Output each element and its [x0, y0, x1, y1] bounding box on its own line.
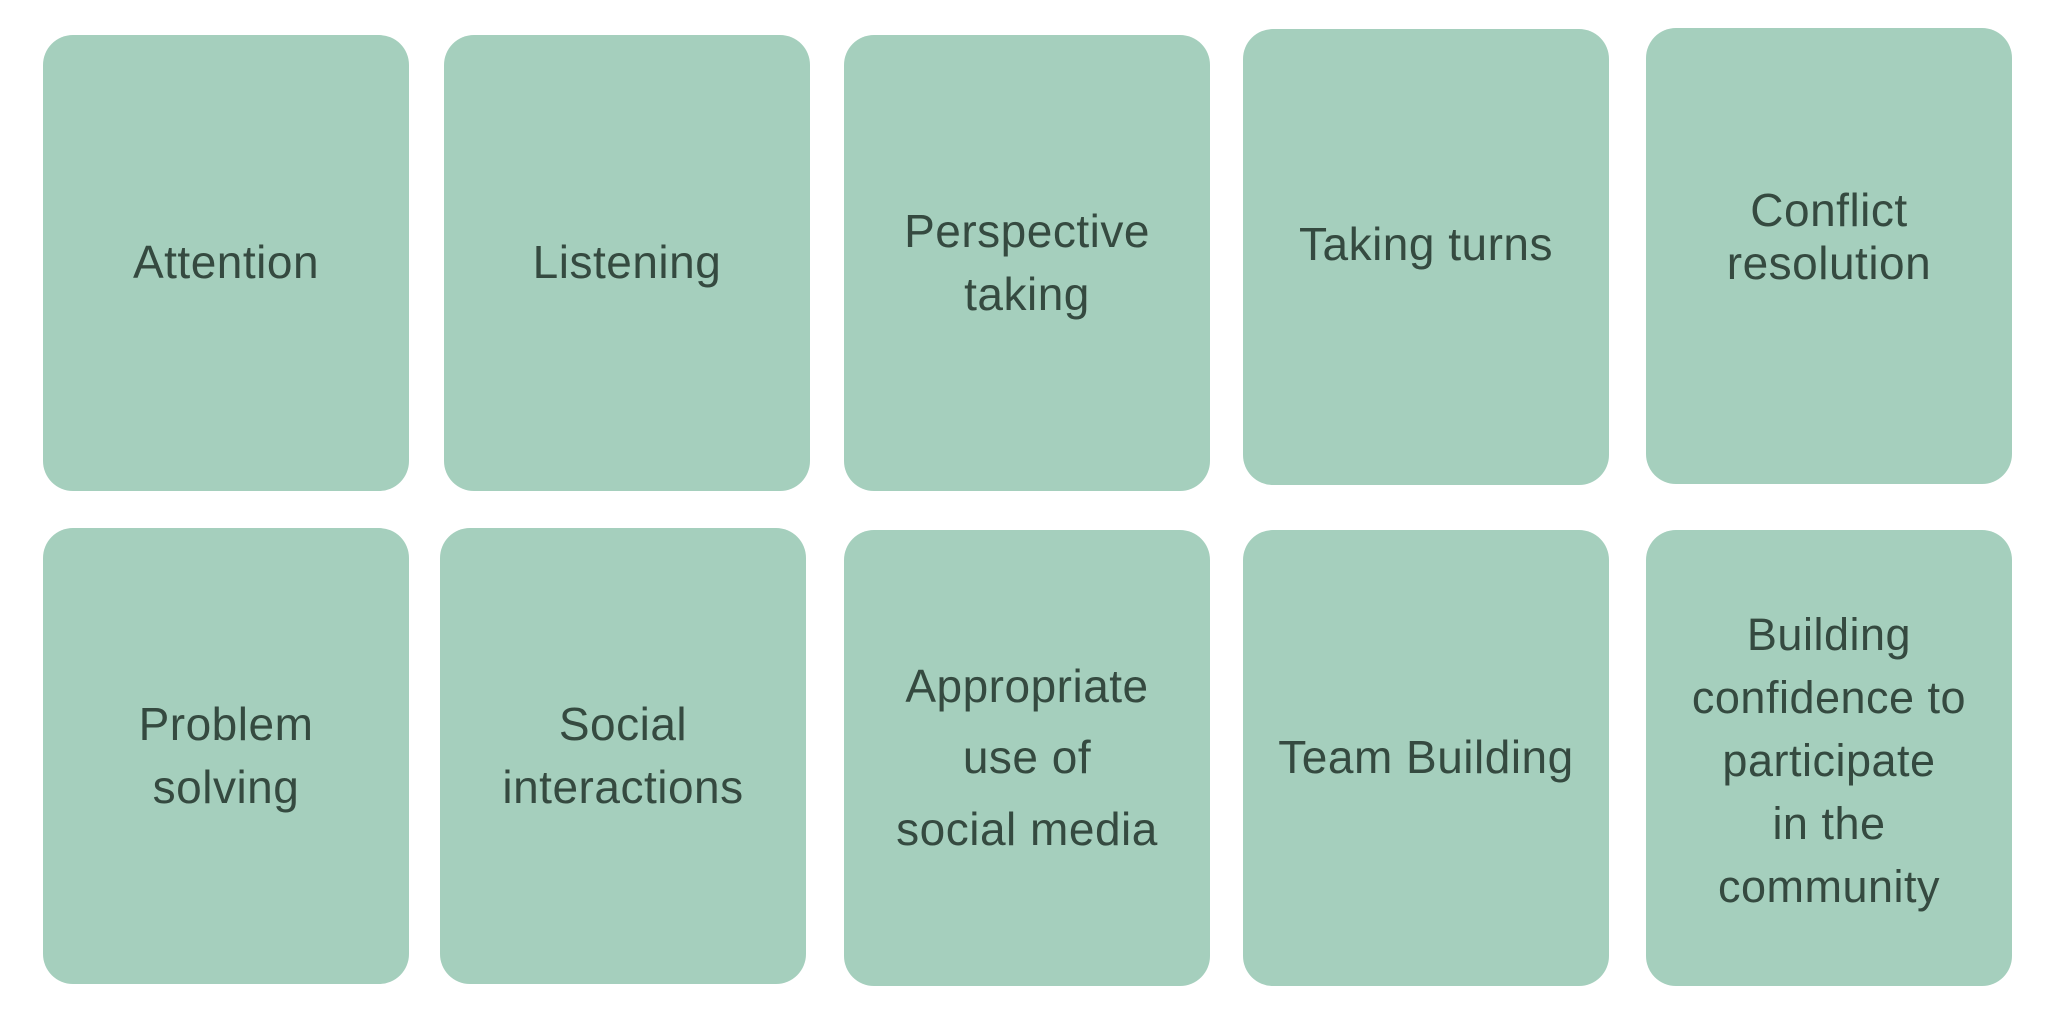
card-social-interactions: Social interactions — [440, 528, 806, 984]
card-social-media: Appropriate use of social media — [844, 530, 1210, 986]
card-label: Appropriate use of social media — [896, 660, 1158, 855]
card-listening: Listening — [444, 35, 810, 491]
card-label: Attention — [132, 236, 320, 289]
card-label: Conflict resolution — [1726, 184, 1932, 289]
card-label: Listening — [532, 236, 722, 289]
card-label: Taking turns — [1298, 218, 1553, 271]
card-team-building: Team Building — [1243, 530, 1609, 986]
card-label: Perspective taking — [904, 204, 1150, 320]
card-community-confidence: Building confidence to participate in th… — [1646, 530, 2012, 986]
card-label: Social interactions — [502, 697, 744, 813]
card-conflict-resolution: Conflict resolution — [1646, 28, 2012, 484]
card-attention: Attention — [43, 35, 409, 491]
card-label: Problem solving — [138, 697, 314, 813]
card-label: Building confidence to participate in th… — [1691, 608, 1967, 912]
card-taking-turns: Taking turns — [1243, 29, 1609, 485]
card-problem-solving: Problem solving — [43, 528, 409, 984]
card-perspective-taking: Perspective taking — [844, 35, 1210, 491]
card-label: Team Building — [1278, 731, 1574, 784]
